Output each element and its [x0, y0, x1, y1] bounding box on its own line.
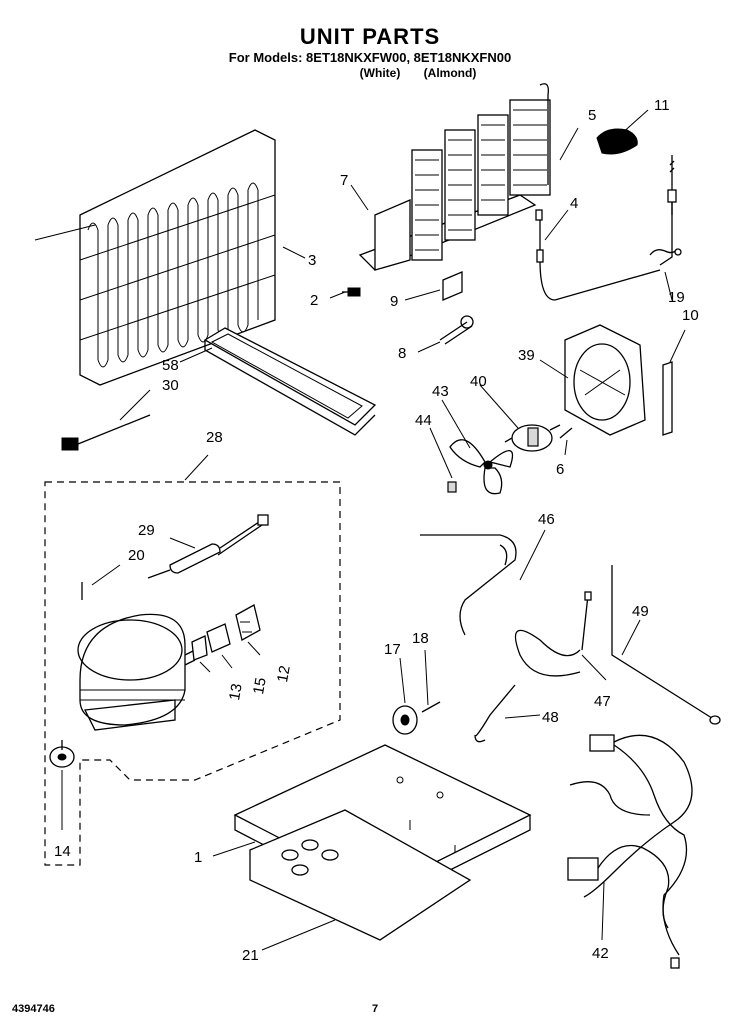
callout-7: 7: [340, 172, 348, 189]
capacitor-29: [147, 514, 269, 579]
callout-58: 58: [162, 357, 179, 374]
tube-49: [611, 565, 721, 725]
clip-9: [442, 271, 463, 301]
callout-39: 39: [518, 347, 535, 364]
screw-18: [421, 701, 441, 713]
condenser-coil: [34, 129, 276, 386]
callout-15: 15: [250, 676, 270, 695]
drain-pan: [203, 327, 377, 436]
cap-11: [596, 128, 638, 155]
relay-12: [235, 604, 261, 641]
compressor-group-boundary: [44, 481, 341, 866]
variant-almond: (Almond): [424, 66, 477, 80]
insulation-pad-21: [249, 809, 472, 941]
callout-43: 43: [432, 383, 449, 400]
cover-13: [191, 635, 208, 661]
clip-44: [447, 481, 457, 493]
leader-lines: [61, 109, 686, 951]
callout-2: 2: [310, 292, 318, 309]
wiring-harness-42: [567, 734, 693, 969]
callout-9: 9: [390, 293, 398, 310]
callout-4: 4: [570, 195, 578, 212]
callout-10: 10: [682, 307, 699, 324]
callout-8: 8: [398, 345, 406, 362]
document-number: 4394746: [12, 1003, 55, 1015]
callout-40: 40: [470, 373, 487, 390]
callout-3: 3: [308, 252, 316, 269]
tube-46: [420, 534, 517, 636]
callout-48: 48: [542, 709, 559, 726]
thermostat-8: [439, 315, 474, 345]
variant-white: (White): [360, 66, 401, 80]
callout-19: 19: [668, 289, 685, 306]
fastener-19: [649, 248, 682, 256]
compressor: [77, 613, 196, 731]
callout-14: 14: [54, 843, 71, 860]
fan-motor-40: [504, 424, 561, 452]
cord-tie: [61, 414, 151, 451]
callout-5: 5: [588, 107, 596, 124]
tube-47: [514, 591, 592, 677]
fan-blade-43: [449, 439, 514, 495]
callout-21: 21: [242, 947, 259, 964]
wire-lead-right: [659, 155, 677, 266]
callouts: 3 2 7 9 8 5 4 11 19 10 39 43 40 44 6 58 …: [54, 97, 699, 964]
tube-48: [474, 684, 516, 743]
screw-2: [342, 287, 361, 297]
grommet-14: [49, 740, 75, 768]
callout-1: 1: [194, 849, 202, 866]
callout-20: 20: [128, 547, 145, 564]
models-line: For Models: 8ET18NKXFW00, 8ET18NKXFN00: [229, 50, 511, 65]
callout-6: 6: [556, 461, 564, 478]
callout-17: 17: [384, 641, 401, 658]
callout-30: 30: [162, 377, 179, 394]
callout-49: 49: [632, 603, 649, 620]
callout-13: 13: [226, 682, 246, 701]
callout-46: 46: [538, 511, 555, 528]
screw-6: [559, 427, 573, 439]
evaporator-assembly: [358, 83, 551, 271]
callout-47: 47: [594, 693, 611, 710]
callout-28: 28: [206, 429, 223, 446]
roller-17: [392, 705, 418, 735]
wire-lead-4: [535, 209, 661, 301]
callout-18: 18: [412, 630, 429, 647]
overload-15: [206, 623, 231, 653]
fan-shroud-39: [564, 324, 646, 436]
callout-44: 44: [415, 412, 432, 429]
insulation-strip-10: [662, 361, 673, 436]
callout-42: 42: [592, 945, 609, 962]
page-number: 7: [372, 1003, 378, 1015]
callout-12: 12: [274, 664, 294, 683]
page-title: UNIT PARTS: [300, 24, 440, 49]
callout-11: 11: [654, 97, 670, 114]
callout-29: 29: [138, 522, 155, 539]
